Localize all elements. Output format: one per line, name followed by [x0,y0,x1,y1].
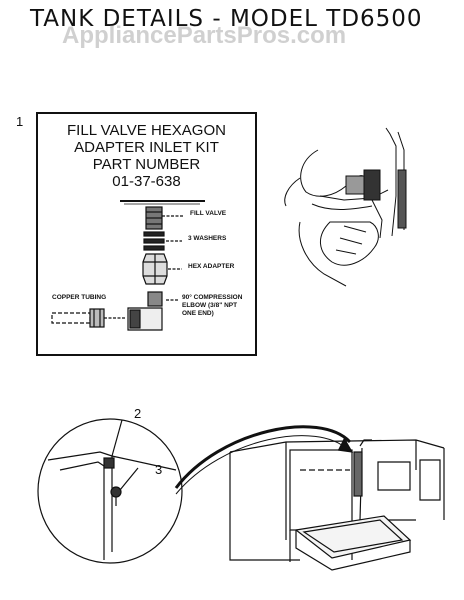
connector-arrow [174,425,354,495]
mounting-strip [120,200,205,205]
page-title: TANK DETAILS - MODEL TD6500 [30,6,423,32]
kit-part-number: 01-37-638 [112,173,181,190]
callout-2: 2 [134,406,142,421]
label-fill-valve: FILL VALVE [190,210,227,217]
hex-adapter-drawing [142,253,182,285]
installation-hands-illustration [284,127,407,287]
label-copper-tubing: COPPER TUBING [52,294,107,301]
washers-drawing [143,231,182,251]
kit-title-line-2: ADAPTER INLET KIT [74,139,219,156]
label-elbow-2: ELBOW (3/8" NPT [182,302,238,309]
label-elbow-1: 90° COMPRESSION [182,294,243,301]
fill-valve-drawing [145,206,184,230]
callout-3: 3 [155,462,163,477]
label-hex-adapter: HEX ADAPTER [188,263,235,270]
kit-title-line-1: FILL VALVE HEXAGON [67,122,226,139]
label-washers: 3 WASHERS [188,235,227,242]
cabinet-illustration [229,439,445,571]
watermark: AppliancePartsPros.com [62,22,347,49]
elbow-drawing [127,291,178,331]
label-elbow-3: ONE END) [182,310,214,317]
kit-detail-box: FILL VALVE HEXAGON ADAPTER INLET KIT PAR… [36,112,257,356]
detail-circle [37,418,183,564]
kit-title: FILL VALVE HEXAGON ADAPTER INLET KIT PAR… [38,122,255,190]
kit-title-line-3: PART NUMBER [92,156,201,173]
copper-tubing-drawing [51,308,126,328]
section-number: 1 [16,114,24,129]
